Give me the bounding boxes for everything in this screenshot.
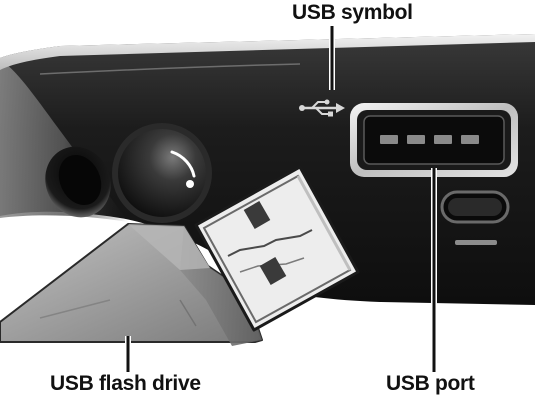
side-slot <box>440 190 510 224</box>
label-usb-flash-drive: USB flash drive <box>50 372 201 395</box>
label-usb-port: USB port <box>386 372 475 395</box>
vent-strip <box>455 240 497 245</box>
usb-connector <box>194 165 360 332</box>
label-usb-symbol: USB symbol <box>292 1 413 24</box>
side-hole <box>45 146 111 218</box>
round-knob <box>112 123 212 223</box>
usb-port <box>350 103 518 177</box>
usb-trident-icon <box>299 99 345 117</box>
callout-lines <box>125 26 437 372</box>
usb-flash-drive <box>0 165 360 346</box>
